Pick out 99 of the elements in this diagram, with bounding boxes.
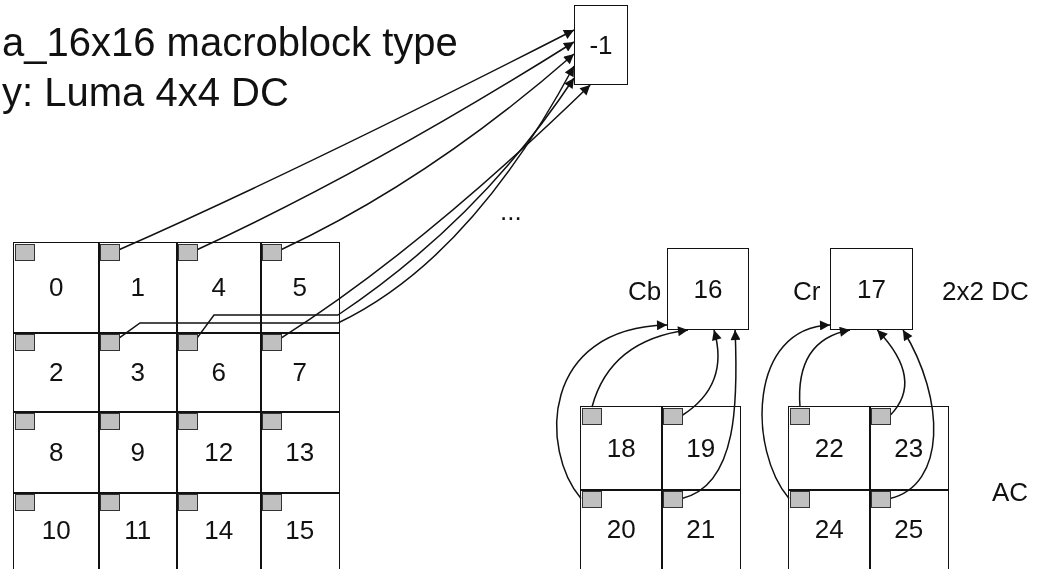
arrow — [889, 329, 935, 500]
block-index: 11 — [124, 515, 152, 547]
corner-square — [100, 413, 120, 430]
corner-square — [100, 494, 120, 511]
block-cell — [98, 332, 178, 413]
corner-square — [871, 491, 891, 508]
arrow — [876, 329, 906, 417]
coefficient-block — [667, 248, 749, 330]
arrow — [118, 29, 575, 251]
block-cell — [869, 489, 949, 569]
block-index: 23 — [894, 432, 924, 464]
corner-square — [663, 491, 683, 508]
block-cell — [13, 411, 100, 494]
block-cell — [13, 332, 100, 413]
corner-square — [178, 244, 198, 261]
block-cell — [788, 489, 871, 569]
corner-square — [790, 491, 810, 508]
block-cell — [869, 406, 949, 491]
arrow — [118, 65, 575, 339]
block-index: 14 — [204, 515, 234, 547]
arrow — [280, 84, 591, 339]
corner-square — [262, 244, 282, 261]
arrow — [280, 53, 575, 251]
corner-square — [15, 244, 35, 261]
block-index: 2 — [49, 356, 64, 388]
arrow — [798, 327, 851, 408]
arrow — [196, 41, 575, 251]
block-index: 3 — [130, 356, 145, 388]
block-index: 16 — [693, 273, 723, 305]
block-cell — [176, 411, 262, 494]
arrow — [556, 321, 668, 500]
corner-square — [262, 413, 282, 430]
block-cell — [98, 242, 178, 334]
block-cell — [661, 489, 741, 569]
corner-square — [100, 244, 120, 261]
block-cell — [260, 332, 340, 413]
corner-square — [178, 413, 198, 430]
block-cell — [260, 492, 340, 569]
block-cell — [260, 242, 340, 334]
block-index: 1 — [130, 272, 145, 304]
block-index: 5 — [292, 272, 307, 304]
corner-square — [790, 408, 810, 425]
corner-square — [178, 494, 198, 511]
block-index: 21 — [686, 513, 716, 545]
corner-square — [262, 334, 282, 351]
block-index: 6 — [211, 356, 226, 388]
block-cell — [788, 406, 871, 491]
corner-square — [15, 494, 35, 511]
block-index: 0 — [49, 272, 64, 304]
corner-square — [582, 491, 602, 508]
block-cell — [661, 406, 741, 491]
block-index: 17 — [857, 273, 886, 305]
heading-text: a_16x16 macroblock type — [2, 20, 458, 65]
ellipsis-text: ... — [500, 196, 522, 227]
group-label: AC — [992, 477, 1029, 508]
corner-square — [582, 408, 602, 425]
corner-square — [663, 408, 683, 425]
corner-square — [15, 334, 35, 351]
block-cell — [176, 492, 262, 569]
block-cell — [13, 242, 100, 334]
block-index: 12 — [204, 436, 234, 468]
block-index: 19 — [686, 432, 716, 464]
arrow — [761, 321, 831, 500]
block-cell — [176, 242, 262, 334]
arrow — [196, 77, 575, 339]
block-index: -1 — [589, 29, 613, 61]
block-cell — [176, 332, 262, 413]
corner-square — [15, 413, 35, 430]
coefficient-block — [830, 248, 913, 330]
corner-square — [100, 334, 120, 351]
arrow — [681, 329, 722, 417]
block-index: 10 — [41, 515, 71, 547]
arrow — [591, 326, 689, 408]
block-cell — [98, 411, 178, 494]
block-cell — [13, 492, 100, 569]
corner-square — [178, 334, 198, 351]
block-cell — [580, 406, 663, 491]
block-cell — [98, 492, 178, 569]
arrow — [681, 329, 741, 500]
corner-square — [871, 408, 891, 425]
block-index: 13 — [285, 436, 315, 468]
block-cell — [580, 489, 663, 569]
block-index: 25 — [894, 513, 924, 545]
heading-text: y: Luma 4x4 DC — [2, 70, 289, 115]
block-cell — [260, 411, 340, 494]
block-index: 8 — [49, 436, 64, 468]
block-index: 20 — [606, 513, 636, 545]
block-index: 9 — [130, 436, 145, 468]
block-index: 18 — [606, 432, 636, 464]
block-index: 7 — [292, 356, 307, 388]
block-index: 4 — [211, 272, 226, 304]
block-index: 24 — [814, 513, 844, 545]
component-label: Cb — [628, 276, 662, 307]
block-index: 15 — [285, 515, 315, 547]
coefficient-block — [574, 5, 628, 85]
block-index: 22 — [814, 432, 844, 464]
corner-square — [262, 494, 282, 511]
component-label: Cr — [793, 276, 821, 307]
group-label: 2x2 DC — [942, 276, 1029, 307]
